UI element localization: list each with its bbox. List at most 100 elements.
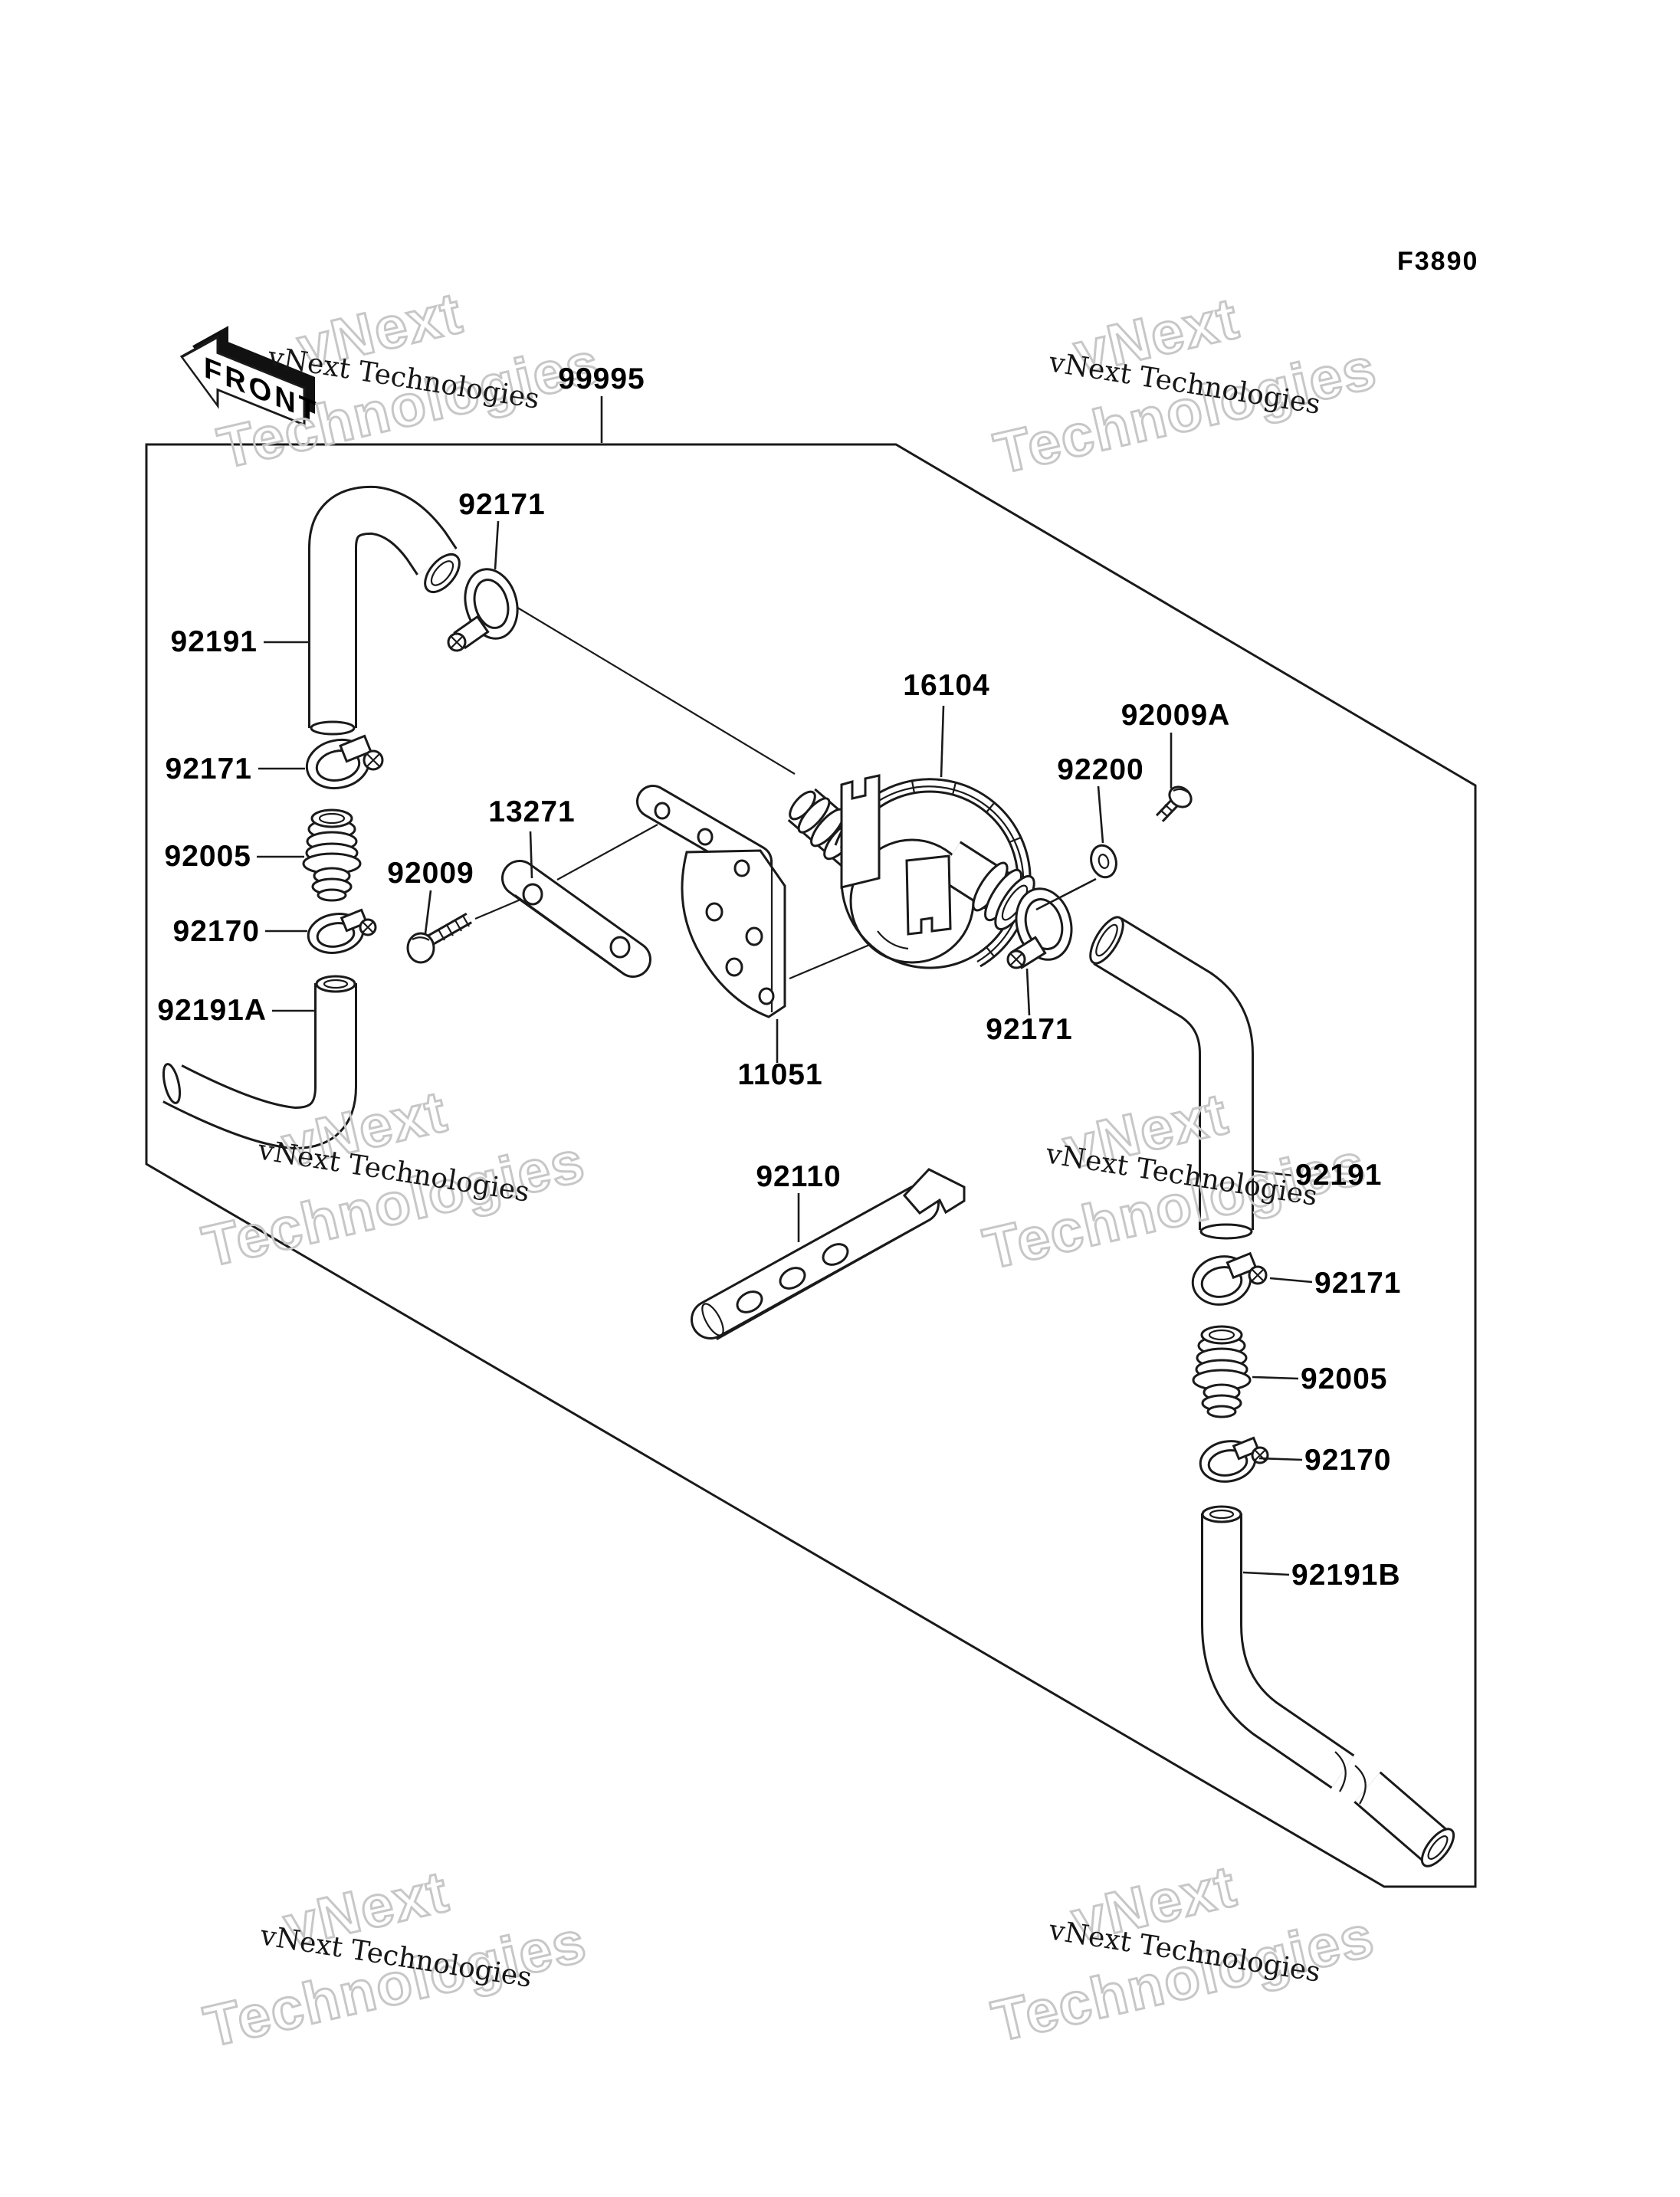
fitting-tip: [317, 888, 347, 902]
pump-16104: [787, 774, 1035, 969]
bracket-hole: [725, 957, 743, 977]
hose-end-open: [1420, 1828, 1455, 1867]
strap-13271: [501, 860, 651, 978]
part-label-92200: 92200: [1057, 753, 1144, 786]
leader-92200-a: [1097, 785, 1104, 844]
clamp-screw-cross: [451, 636, 463, 648]
line-bolt-to-strap: [474, 896, 527, 920]
hose-open-bore: [323, 979, 349, 989]
line-clamp-to-pump-inlet: [514, 605, 796, 775]
hose-break-marks: [1334, 1751, 1367, 1805]
hose-92191a: [162, 975, 357, 1150]
strap-hole: [522, 883, 543, 906]
clamp-screw-cross: [362, 921, 374, 933]
hose-92191b: [1201, 1505, 1455, 1867]
clamp-92171-mid: [1006, 887, 1073, 969]
part-label-92171-left: 92171: [166, 753, 252, 785]
hose-open-end: [315, 975, 356, 993]
callout-leaders: [257, 396, 1313, 1576]
leader-92171-mid: [1025, 968, 1031, 1016]
plate-92110: [691, 1168, 966, 1340]
plate-hole: [822, 1243, 849, 1266]
clamp-housing: [340, 908, 369, 933]
plate-hole: [736, 1290, 763, 1313]
arrow-face: [179, 334, 306, 427]
leader-92005-right: [1252, 1376, 1299, 1380]
hose-92191-left: [308, 485, 461, 736]
clamp-band-inner: [473, 579, 510, 629]
bolt-head-edge: [412, 936, 430, 941]
pump-inner-arc: [877, 930, 909, 950]
washer-92200: [1090, 844, 1117, 879]
clamp-92171-right: [1191, 1251, 1268, 1306]
parts-box-outline: [145, 443, 1477, 1888]
hose-open-end: [1089, 916, 1124, 965]
leader-92009: [424, 890, 432, 934]
clamp-screw-cross: [1252, 1269, 1264, 1281]
leader-92171-top: [494, 520, 500, 570]
pump-top-tab: [840, 774, 881, 889]
fitting-bore: [318, 812, 346, 825]
plate-hook-end: [902, 1168, 966, 1215]
leader-92191-right: [1252, 1169, 1294, 1177]
bolt-shaft: [424, 914, 471, 946]
leader-16104: [940, 705, 945, 778]
leader-92191b: [1242, 1571, 1290, 1576]
plate-end-fold: [701, 1303, 724, 1336]
hose-body: [1094, 919, 1252, 1230]
washer-outer: [1090, 844, 1117, 879]
fitting-mouth: [1200, 1325, 1243, 1345]
hose-open-end: [424, 553, 461, 593]
fitting-bore: [1208, 1329, 1235, 1341]
bracket-11051: [636, 785, 786, 1018]
hose-end-cut: [1199, 1223, 1253, 1240]
strap-hole: [609, 936, 631, 959]
hose-open-end: [1201, 1505, 1242, 1523]
part-label-16104: 16104: [903, 669, 989, 702]
part-label-92009a: 92009A: [1121, 699, 1231, 732]
part-label-11051: 11051: [737, 1058, 822, 1091]
bracket-hole: [697, 828, 714, 846]
leader-92171-right: [1269, 1277, 1313, 1284]
clamp-screw-cross: [1010, 953, 1022, 966]
bracket-hole: [733, 859, 750, 877]
washer-bore: [1098, 854, 1110, 869]
part-label-92005-right: 92005: [1301, 1362, 1387, 1395]
bracket-hole: [654, 802, 671, 820]
part-label-92171-top: 92171: [458, 488, 545, 521]
bracket-plate: [681, 849, 786, 1018]
hose-body: [310, 487, 456, 728]
part-label-92005-left: 92005: [165, 840, 251, 873]
pump-bottom-tab: [905, 854, 952, 936]
hose-open-bore: [430, 560, 454, 586]
clamp-92171-top: [447, 568, 519, 652]
fitting-tip: [1206, 1405, 1237, 1418]
bracket-hole: [705, 902, 724, 922]
part-label-92171-right: 92171: [1314, 1267, 1401, 1300]
clamp-92171-left: [305, 734, 384, 789]
line-strap-to-bracket: [556, 824, 658, 880]
inlet-barb: [797, 797, 831, 834]
part-label-92191-right: 92191: [1295, 1159, 1382, 1192]
screw-head-edge: [1173, 788, 1189, 793]
hose-open-bore: [1095, 923, 1118, 957]
bolt-92009: [406, 913, 472, 964]
bracket-hole: [758, 987, 775, 1005]
part-label-92191-left: 92191: [171, 625, 258, 658]
bolt-threads: [438, 915, 470, 941]
screw-92009a: [1155, 785, 1193, 822]
screw-head: [1168, 785, 1193, 808]
part-label-99995: 99995: [558, 362, 645, 395]
part-label-92191b: 92191B: [1291, 1559, 1401, 1592]
hose-92191-right: [1089, 916, 1254, 1240]
bolt-head: [406, 932, 435, 964]
part-label-92009: 92009: [387, 857, 474, 890]
hose-end-cut: [310, 720, 356, 736]
plate-hole: [779, 1267, 806, 1290]
clamp-screw-cross: [366, 753, 380, 767]
part-label-13271: 13271: [488, 795, 575, 828]
leader-92200-b: [1035, 877, 1097, 911]
part-label-92171-mid: 92171: [986, 1013, 1072, 1046]
bracket-hole: [745, 926, 763, 946]
